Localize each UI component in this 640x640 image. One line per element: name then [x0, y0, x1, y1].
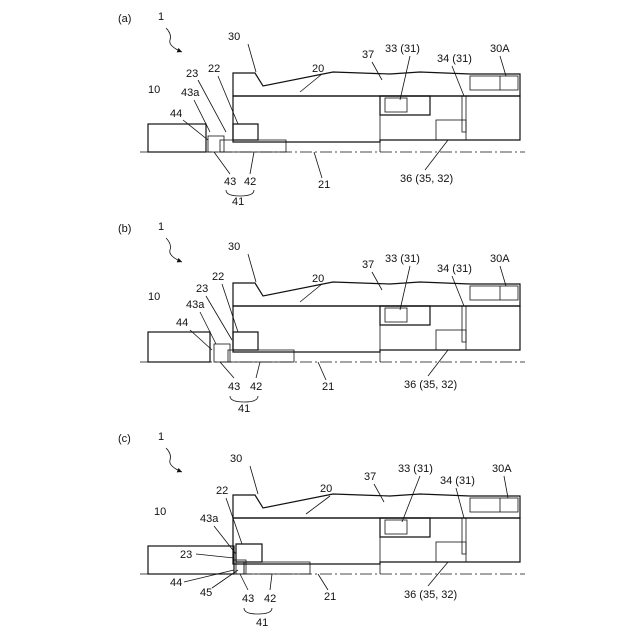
ref-21: 21 — [322, 381, 334, 393]
workpiece-10 — [148, 124, 206, 152]
ref-41: 41 — [238, 403, 250, 415]
workpiece-10 — [148, 332, 210, 362]
ref-10: 10 — [154, 506, 166, 518]
ref-34: 34 (31) — [437, 263, 472, 275]
ref-42: 42 — [264, 593, 276, 605]
inner-body-20 — [233, 306, 520, 352]
ref-30: 30 — [228, 241, 240, 253]
panel-a: (a) 1 30 20 37 33 (31) 34 (31) 30A 10 23… — [118, 11, 525, 208]
ref-36: 36 (35, 32) — [404, 379, 457, 391]
ref-43a: 43a — [200, 513, 219, 525]
ref-23: 23 — [196, 283, 208, 295]
ref-30A: 30A — [492, 463, 512, 475]
figure-arrow — [166, 238, 182, 262]
ref-33: 33 (31) — [385, 43, 420, 55]
coil-36 — [436, 120, 466, 140]
panel-label: (c) — [118, 433, 131, 445]
bolt-30A — [470, 286, 518, 300]
ref-33: 33 (31) — [385, 253, 420, 265]
ref-43a: 43a — [181, 87, 200, 99]
ref-21: 21 — [324, 591, 336, 603]
ref-42: 42 — [250, 381, 262, 393]
ref-36: 36 (35, 32) — [404, 589, 457, 601]
panel-b: (b) 1 30 20 37 33 (31) 34 (31) 30A 10 23… — [118, 221, 525, 415]
coil-36 — [436, 542, 466, 562]
ref-42: 42 — [244, 176, 256, 188]
ref-1: 1 — [158, 221, 164, 233]
ref-43: 43 — [228, 381, 240, 393]
coil-33 — [385, 308, 407, 322]
ref-36: 36 (35, 32) — [400, 173, 453, 185]
leader-lines — [190, 254, 506, 402]
ref-23: 23 — [186, 68, 198, 80]
inner-body-20 — [233, 518, 520, 564]
ref-41: 41 — [232, 196, 244, 208]
ref-43: 43 — [242, 593, 254, 605]
nose-22 — [236, 544, 262, 562]
collar-43 — [208, 136, 224, 152]
ref-20: 20 — [320, 483, 332, 495]
ref-45: 45 — [200, 587, 212, 599]
ref-23: 23 — [180, 549, 192, 561]
coil-33 — [385, 98, 407, 112]
ref-37: 37 — [362, 259, 374, 271]
ref-41: 41 — [256, 617, 268, 629]
ref-1: 1 — [158, 11, 164, 23]
inner-body-20 — [233, 96, 520, 142]
bolt-30A — [470, 76, 518, 90]
ref-10: 10 — [148, 291, 160, 303]
ref-10: 10 — [148, 84, 160, 96]
nose-22 — [233, 332, 258, 350]
ref-34: 34 (31) — [440, 475, 475, 487]
ref-33: 33 (31) — [398, 463, 433, 475]
ref-30: 30 — [228, 31, 240, 43]
ref-1: 1 — [158, 431, 164, 443]
ref-22: 22 — [208, 63, 220, 75]
ref-44: 44 — [170, 577, 182, 589]
ref-22: 22 — [212, 271, 224, 283]
ref-43a: 43a — [186, 299, 205, 311]
part-34 — [462, 518, 466, 554]
ref-30: 30 — [230, 453, 242, 465]
figure-arrow — [166, 448, 182, 472]
coil-36 — [436, 330, 466, 350]
ref-44: 44 — [176, 317, 188, 329]
nose-22 — [233, 124, 258, 140]
ref-21: 21 — [318, 179, 330, 191]
ref-20: 20 — [312, 63, 324, 75]
ref-37: 37 — [364, 471, 376, 483]
outer-body-30 — [233, 72, 520, 96]
ref-30A: 30A — [490, 43, 510, 55]
panel-c: (c) 1 30 20 37 33 (31) 34 (31) 30A 10 22… — [118, 431, 525, 629]
ref-34: 34 (31) — [437, 53, 472, 65]
ref-44: 44 — [170, 108, 182, 120]
ref-20: 20 — [312, 273, 324, 285]
ref-37: 37 — [362, 49, 374, 61]
ref-43: 43 — [224, 176, 236, 188]
part-34 — [462, 306, 466, 342]
coil-33 — [385, 520, 407, 534]
ref-30A: 30A — [490, 253, 510, 265]
panel-label: (a) — [118, 13, 131, 25]
part-34 — [462, 96, 466, 132]
ref-22: 22 — [216, 485, 228, 497]
panel-label: (b) — [118, 223, 131, 235]
bolt-30A — [470, 498, 518, 512]
figure-arrow — [166, 28, 182, 52]
